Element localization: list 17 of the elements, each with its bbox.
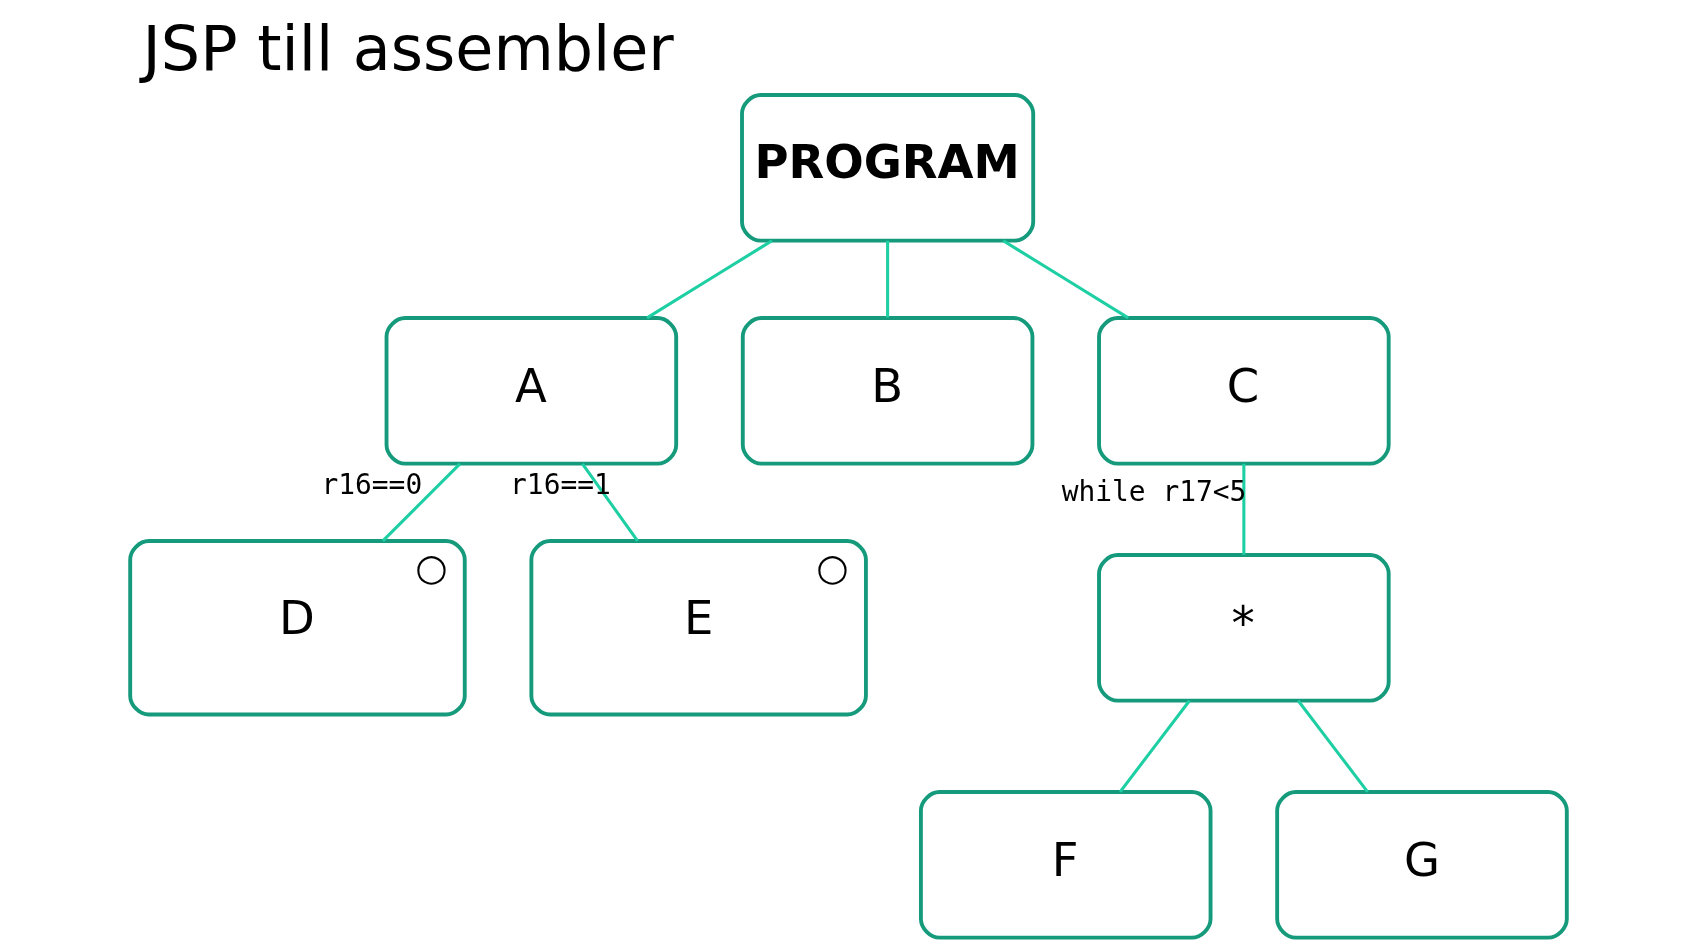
connector: [1118, 699, 1191, 793]
node-box: ○ E: [529, 539, 868, 717]
node-box: F: [918, 790, 1213, 940]
connector: [381, 462, 461, 542]
node-box: B: [740, 316, 1035, 466]
node-box: ○ D: [128, 539, 467, 717]
connector: [646, 239, 773, 320]
node-box: G: [1275, 790, 1569, 940]
connector: [581, 462, 639, 542]
connector: [1002, 239, 1129, 320]
connector: [886, 240, 890, 318]
node-box: C: [1097, 316, 1391, 466]
node-box: A: [384, 316, 679, 466]
node-box: PROGRAM: [740, 93, 1036, 243]
connector: [1297, 699, 1369, 793]
node-box: *: [1097, 553, 1391, 703]
edge-label: r16==0: [321, 467, 423, 501]
